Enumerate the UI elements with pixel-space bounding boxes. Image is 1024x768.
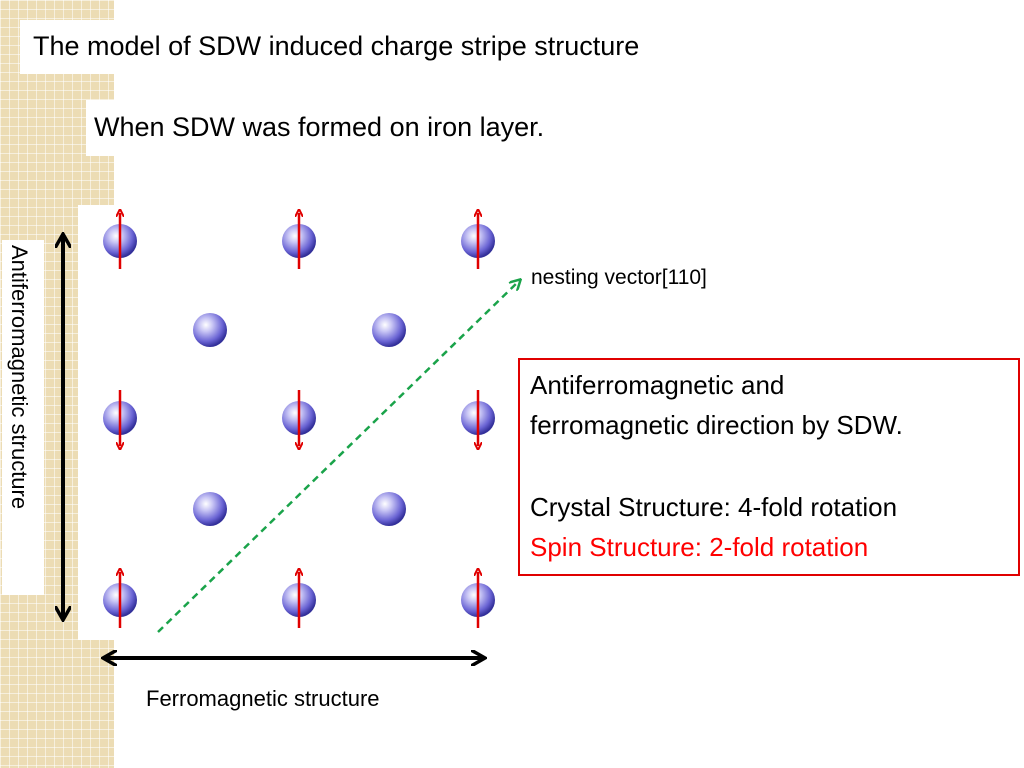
subtitle: When SDW was formed on iron layer. [94, 112, 545, 142]
title-background [20, 20, 820, 74]
info-box [518, 358, 1020, 576]
iron-atom [372, 492, 406, 526]
iron-atom [193, 492, 227, 526]
info-line-spin: Spin Structure: 2-fold rotation [530, 532, 869, 562]
subtitle-background [86, 100, 676, 156]
ferromagnetic-structure-label: Ferromagnetic structure [146, 686, 380, 711]
vertical-label-background [2, 240, 44, 595]
spin-arrows-layer [120, 213, 478, 628]
nesting-vector-label: nesting vector[110] [531, 266, 707, 289]
page-title: The model of SDW induced charge stripe s… [33, 31, 640, 61]
antiferromagnetic-structure-label: Antiferromagnetic structure [7, 245, 32, 510]
nesting-vector-arrow [157, 280, 520, 633]
iron-atom [193, 313, 227, 347]
info-line-2: ferromagnetic direction by SDW. [530, 410, 903, 440]
info-line-1: Antiferromagnetic and [530, 370, 785, 400]
info-line-3: Crystal Structure: 4-fold rotation [530, 492, 898, 522]
iron-atom [372, 313, 406, 347]
